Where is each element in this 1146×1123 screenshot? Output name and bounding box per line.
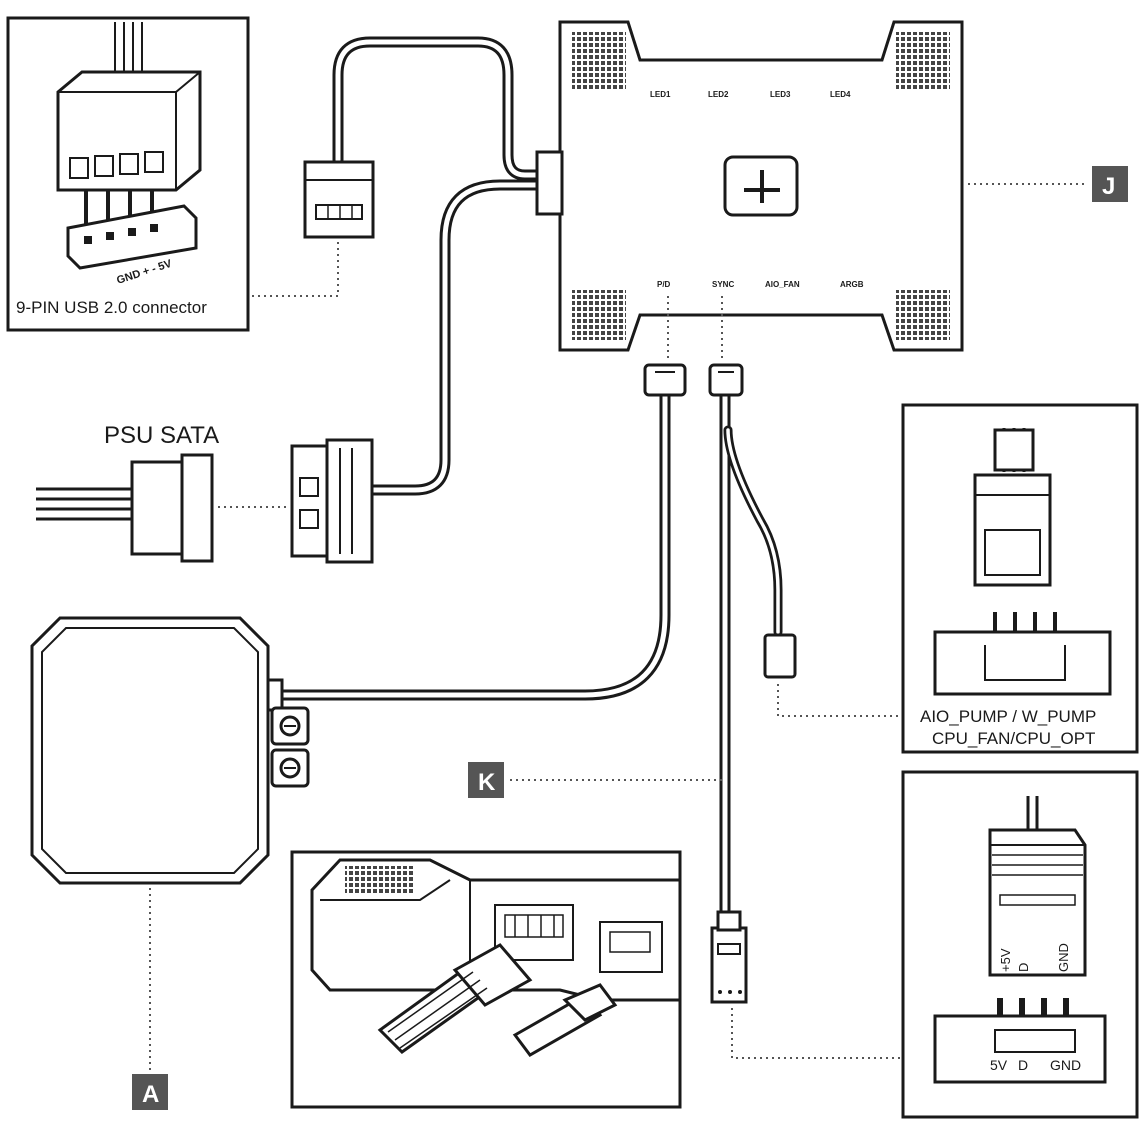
argb-plug-pin-gnd: GND	[1056, 943, 1071, 972]
hub-port-pd: P/D	[657, 280, 671, 289]
usb-cable-plug	[303, 160, 375, 239]
argb-header-pin-5v: 5V	[990, 1057, 1008, 1073]
sata-cable-plug	[290, 438, 374, 564]
hub-port-aio-fan: AIO_FAN	[765, 280, 800, 289]
controller-hub: LED1 LED2 LED3 LED4 P/D SYNC AIO_FAN ARG…	[535, 20, 964, 352]
badge-a-text: A	[142, 1081, 159, 1108]
pump-head	[30, 616, 310, 885]
badge-j: J	[1092, 166, 1128, 202]
pump-header-label-line2: CPU_FAN/CPU_OPT	[932, 729, 1095, 748]
argb-plug-pin-d: D	[1016, 963, 1031, 972]
psu-sata-plug: PSU SATA	[36, 422, 219, 563]
hub-port-led4: LED4	[830, 90, 851, 99]
badge-k: K	[468, 762, 504, 798]
psu-sata-label: PSU SATA	[104, 422, 219, 449]
hub-port-led3: LED3	[770, 90, 791, 99]
hub-port-led1: LED1	[650, 90, 671, 99]
fan-header-dotted-leader	[777, 684, 900, 717]
hub-cables	[332, 36, 561, 496]
sync-cable-connector	[708, 363, 744, 397]
argb-dotted-leader	[731, 1008, 900, 1059]
argb-plug-pin-5v: +5V	[998, 948, 1013, 972]
badge-j-text: J	[1102, 173, 1115, 200]
argb-cable-connector	[710, 910, 748, 1004]
hub-port-argb: ARGB	[840, 280, 864, 289]
pump-cable	[274, 379, 671, 701]
badge-a: A	[132, 1074, 168, 1110]
fan-header-cable-connector	[763, 633, 797, 679]
argb-header-pin-gnd: GND	[1050, 1057, 1081, 1073]
badge-k-text: K	[478, 769, 496, 796]
hub-ports-closeup-inset	[290, 850, 682, 1109]
hub-port-led2: LED2	[708, 90, 729, 99]
pump-header-label-line1: AIO_PUMP / W_PUMP	[920, 707, 1096, 726]
usb-dotted-leader	[252, 242, 339, 297]
pd-cable-connector	[643, 363, 687, 397]
usb-connector-label: 9-PIN USB 2.0 connector	[16, 298, 207, 317]
hub-port-sync: SYNC	[712, 280, 734, 289]
pump-header-inset: AIO_PUMP / W_PUMP CPU_FAN/CPU_OPT	[901, 403, 1139, 754]
argb-header-pin-d: D	[1018, 1057, 1028, 1073]
usb-connector-inset: GND + - 5V 9-PIN USB 2.0 connector	[6, 16, 250, 332]
argb-header-inset: +5V D GND 5V D GND	[901, 770, 1139, 1119]
sync-cable	[719, 379, 783, 916]
hub-logo-icon	[723, 155, 799, 217]
